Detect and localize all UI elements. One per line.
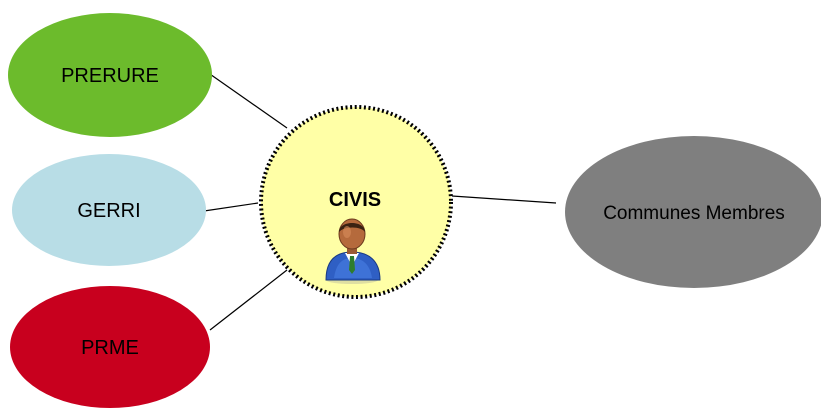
node-civis-shape [259,105,453,299]
node-prme[interactable]: PRME [10,286,210,408]
node-gerri[interactable]: GERRI [12,154,206,266]
node-prerure-shape [8,13,212,137]
connector-lines [203,71,557,331]
node-communes-membres-label: Communes Membres [603,203,785,224]
node-prerure-label: PRERURE [61,65,159,87]
node-communes-membres-shape [565,136,821,288]
connector-civis-communes [451,195,557,204]
node-gerri-label: GERRI [77,200,140,222]
connector-gerri-civis [203,202,259,212]
node-prme-shape [10,286,210,408]
person-user-icon [325,218,381,284]
node-gerri-shape [12,154,206,266]
node-communes-membres[interactable]: Communes Membres [565,136,821,288]
node-civis-label: CIVIS [329,189,381,211]
connector-prme-civis [209,269,288,331]
node-civis[interactable]: CIVIS [259,105,453,299]
node-prerure[interactable]: PRERURE [8,13,212,137]
node-prme-label: PRME [81,337,139,359]
connector-prerure-civis [206,71,288,129]
